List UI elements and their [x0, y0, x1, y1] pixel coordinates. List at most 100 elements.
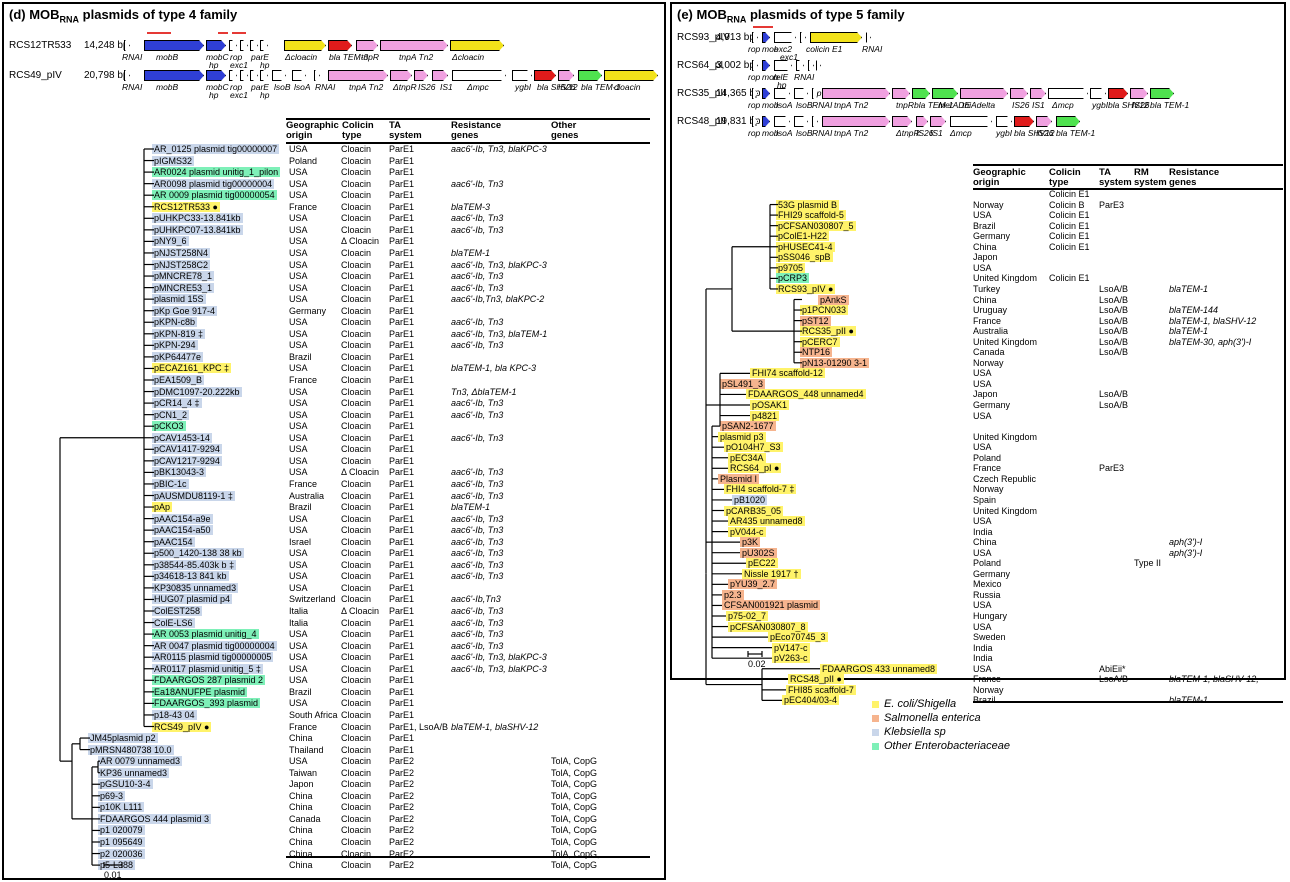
e-row-45-o: USA — [973, 663, 992, 674]
map2-label-12: ΔtnpR — [393, 82, 417, 92]
d-row-6-name: pUHKPC33-13.841kb — [152, 213, 243, 224]
d-header-bottom-rule — [286, 142, 650, 144]
d-row-33-ta: ParE1 — [389, 525, 415, 536]
d-row-1-ta: ParE1 — [389, 155, 415, 166]
map1-label-10: tnpR — [361, 52, 379, 62]
e-row-17-name: FHI74 scaffold-12 — [750, 368, 825, 379]
d-row-20-t: Cloacin — [341, 375, 372, 385]
e-row-8-o: United Kingdom — [973, 273, 1038, 284]
d-row-56-o: China — [289, 790, 313, 801]
e-row-10-o: China — [973, 294, 997, 305]
d-row-4-t: Cloacin — [341, 190, 372, 201]
d-row-53-o: USA — [289, 756, 308, 767]
d-row-47-o: Brazil — [289, 686, 312, 697]
legend-item-2: Klebsiella sp — [872, 726, 946, 738]
map2-label-14: IS1 — [440, 82, 453, 92]
d-row-21-r: Tn3, ΔblaTEM-1 — [451, 386, 517, 397]
d-row-45-ta: ParE1 — [389, 663, 415, 674]
e-map-length-2: 14,365 bp — [716, 88, 761, 99]
d-row-39-name: HUG07 plasmid p4 — [152, 594, 233, 605]
d-row-41-name: ColE-LS6 — [152, 617, 195, 628]
d-row-19-o: USA — [289, 363, 308, 374]
e-table-bottom-rule — [973, 701, 1283, 703]
d-row-14-t: Cloacin — [341, 305, 372, 316]
d-row-35-name: p500_1420-138 38 kb — [152, 548, 244, 559]
d-row-17-name: pKPN-294 — [152, 340, 198, 351]
map1-label-1: mobB — [156, 52, 179, 62]
e-map3-gene-5 — [822, 116, 890, 127]
legend-swatch-3 — [872, 742, 879, 750]
d-row-19-ta: ParE1 — [389, 363, 415, 374]
d-row-29-ta: ParE1 — [389, 478, 415, 489]
e-map2-label-7: bla TEM-1 — [914, 100, 954, 110]
e-row-46-ta: LsoA/B — [1099, 674, 1129, 685]
d-row-47-t: Cloacin — [341, 686, 372, 697]
d-row-37-t: Cloacin — [341, 571, 372, 582]
e-row-14-r: blaTEM-30, aph(3')-I — [1169, 336, 1252, 347]
d-row-35-t: Cloacin — [341, 548, 372, 559]
d-row-0-r: aac6'-Ib, Tn3, blaKPC-3 — [451, 144, 547, 154]
d-row-15-name: pKPN-c8b — [152, 317, 198, 328]
d-row-30-o: Australia — [289, 490, 325, 501]
d-row-6-t: Cloacin — [341, 213, 372, 224]
e-row-13-name: RCS35_pII ● — [800, 326, 856, 337]
d-row-2-o: USA — [289, 167, 308, 178]
e-map2-gene-13 — [1090, 88, 1106, 99]
map2-gene-10 — [328, 70, 388, 81]
d-row-22-name: pCR14_4 ‡ — [152, 398, 202, 409]
d-row-14-ta: ParE1 — [389, 305, 415, 316]
d-row-31-t: Cloacin — [341, 502, 372, 513]
e-row-30-name: pCARB35_05 — [724, 505, 784, 516]
d-row-28-ta: ParE1 — [389, 467, 415, 478]
d-row-35-o: USA — [289, 548, 308, 559]
d-row-11-name: pMNCRE78_1 — [152, 271, 215, 282]
d-row-20-name: pEA1509_B — [152, 375, 205, 385]
e-row-35-name: pEC22 — [746, 558, 778, 569]
e-row-35-o: Poland — [973, 558, 1002, 569]
e-header-bottom-rule — [973, 188, 1283, 190]
panel-d-phylogenetic-tree — [59, 148, 154, 868]
map2-gene-11 — [390, 70, 412, 81]
d-row-60-o: China — [289, 837, 313, 847]
d-row-11-t: Cloacin — [341, 271, 372, 282]
d-row-52-t: Cloacin — [341, 744, 372, 755]
map1-gene-8 — [328, 40, 352, 51]
panel-e-scale-bar-label: 0.02 — [748, 659, 766, 669]
d-row-7-ta: ParE1 — [389, 224, 415, 235]
e-header-top-rule — [973, 164, 1283, 166]
d-row-28-name: pBK13043-3 — [152, 467, 207, 478]
e-row-4-t: Colicin E1 — [1049, 231, 1090, 242]
e-map2-gene-2 — [774, 88, 790, 99]
d-row-61-t: Cloacin — [341, 848, 372, 859]
map2-gene-17 — [558, 70, 574, 81]
e-map-name-3: RCS48_pII — [677, 116, 726, 127]
map2-label-0: RNAI — [122, 82, 143, 92]
legend-item-3: Other Enterobacteriaceae — [872, 740, 1010, 752]
map1-label-4: rop — [230, 52, 243, 62]
e-row-29-name: pB1020 — [732, 494, 768, 505]
d-row-8-o: USA — [289, 236, 308, 247]
e-map2-label-15: IS26 — [1132, 100, 1150, 110]
d-row-60-t: Cloacin — [341, 837, 372, 847]
e-row-40-name: p75-02_7 — [726, 611, 769, 621]
e-row-7-o: USA — [973, 262, 992, 273]
map2-gene-19 — [604, 70, 658, 81]
e-map-length-1: 3,002 bp — [716, 60, 755, 71]
e-map2-gene-8 — [932, 88, 958, 99]
d-header-4: Other genes — [551, 120, 579, 141]
d-row-51-name: JM45plasmid p2 — [88, 733, 158, 744]
d-row-21-t: Cloacin — [341, 386, 372, 397]
d-row-10-name: pNJST258C2 — [152, 259, 211, 270]
d-row-44-ta: ParE1 — [389, 652, 415, 663]
d-row-17-t: Cloacin — [341, 340, 372, 351]
e-map2-label-12: Δmcp — [1052, 100, 1074, 110]
e-row-25-o: Poland — [973, 452, 1002, 463]
d-row-12-t: Cloacin — [341, 282, 372, 293]
e-map0-label-4: colicin E1 — [806, 44, 843, 54]
e-row-27-name: Plasmid I — [718, 473, 760, 484]
e-row-6-name: pSS046_spB — [776, 252, 833, 263]
legend-item-1: Salmonella enterica — [872, 712, 981, 724]
map2-label-1: mobB — [156, 82, 179, 92]
legend-swatch-2 — [872, 728, 879, 736]
e-map3-gene-3 — [794, 116, 808, 127]
